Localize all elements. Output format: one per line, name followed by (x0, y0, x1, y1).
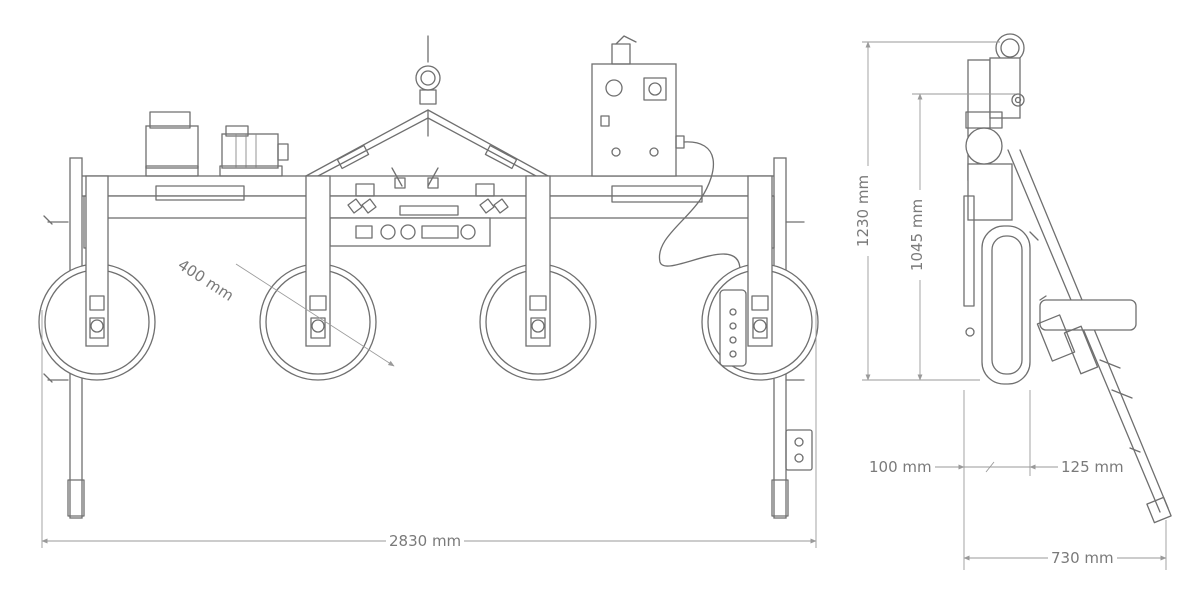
wheel-2 (259, 175, 377, 381)
width-dimension (41, 310, 817, 548)
motor-left (145, 111, 199, 177)
wheel-1 (38, 175, 156, 381)
lifting-frame (305, 109, 549, 177)
remote-cable (658, 141, 741, 291)
lifting-eye (415, 35, 441, 105)
dim-label-total-width: 2830 mm (386, 532, 465, 550)
motor-right (219, 125, 289, 177)
dim-label-right-offset: 125 mm (1058, 458, 1127, 476)
dim-label-total-height: 1230 mm (854, 166, 872, 256)
center-panel (329, 217, 491, 247)
dim-label-inner-height: 1045 mm (908, 190, 926, 280)
dim-label-total-depth: 730 mm (1048, 549, 1117, 567)
control-box (591, 35, 685, 177)
dim-label-left-offset: 100 mm (866, 458, 935, 476)
offset-dimensions (934, 390, 1167, 570)
remote-pendant (719, 289, 747, 367)
wheel-3 (479, 175, 597, 381)
side-wheel (981, 225, 1031, 385)
front-view (38, 35, 819, 519)
side-view (862, 33, 1172, 570)
